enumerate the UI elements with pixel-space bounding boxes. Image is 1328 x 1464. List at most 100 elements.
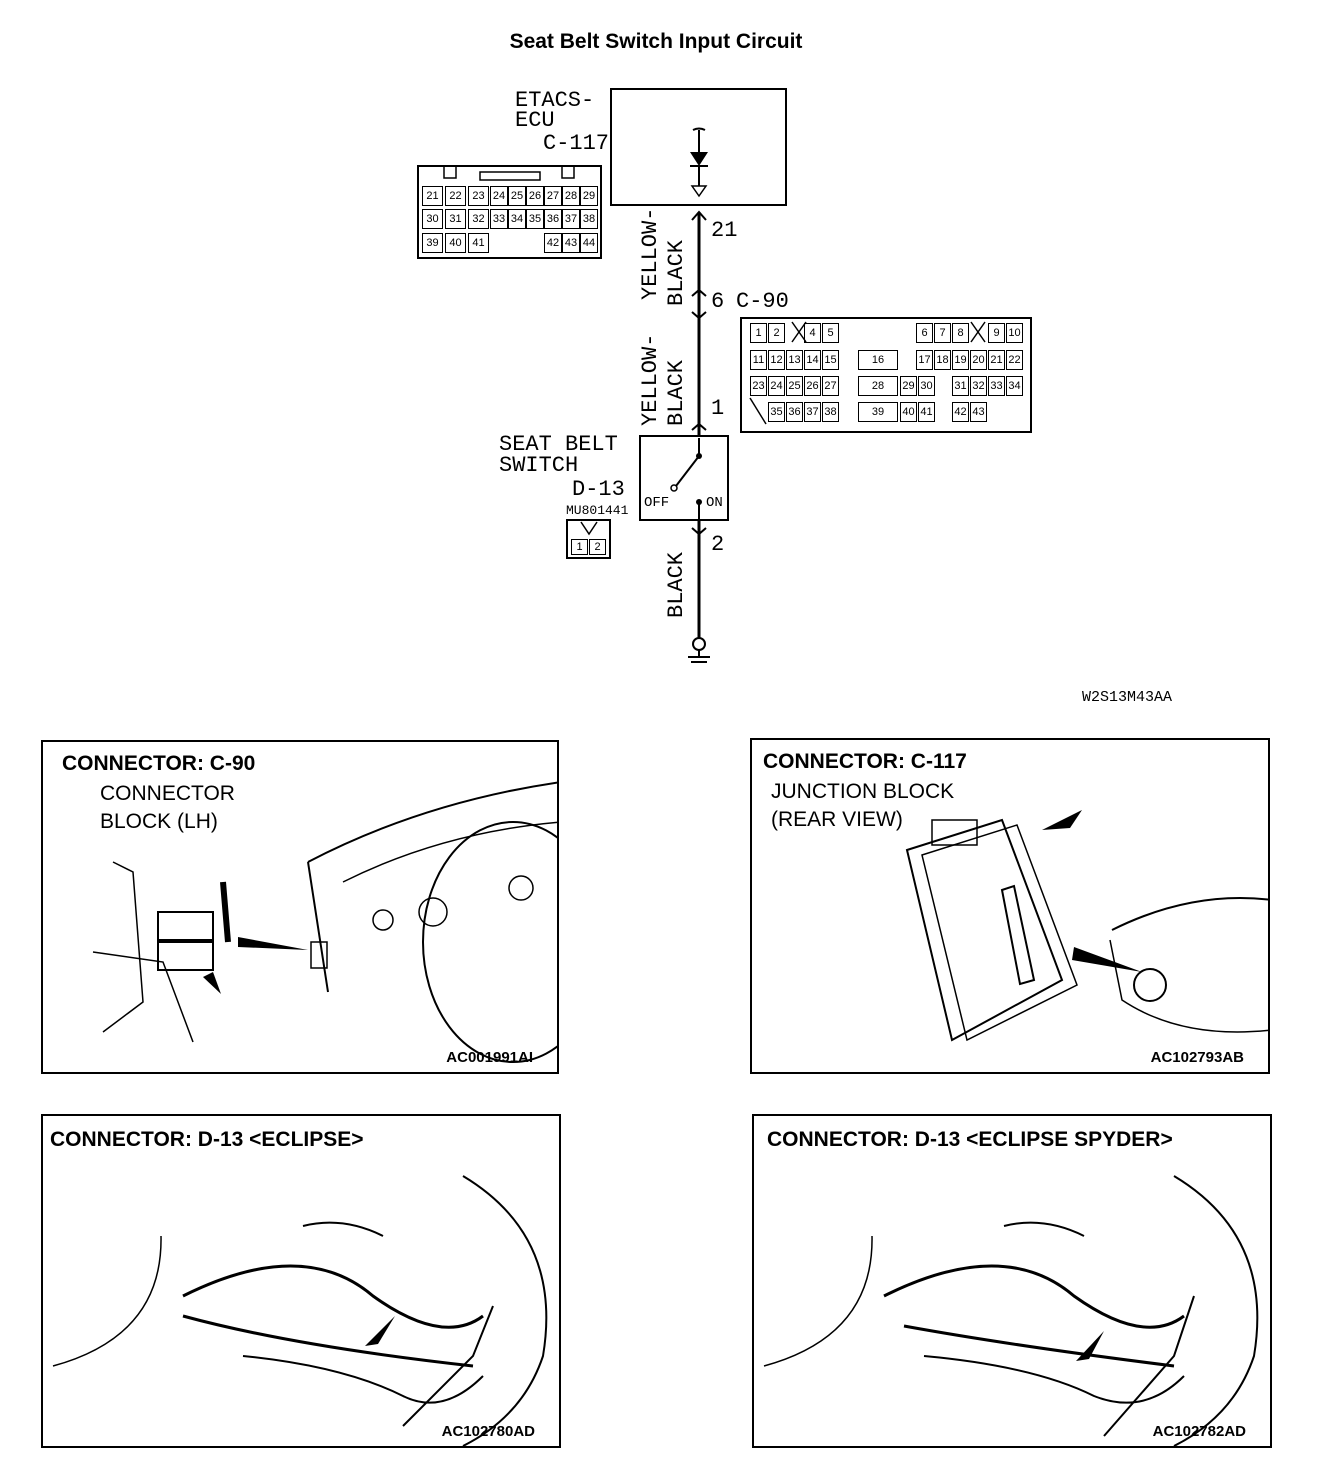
c90-pin: 40	[900, 402, 917, 422]
c90-pin: 38	[822, 402, 839, 422]
c90-pin: 13	[786, 350, 803, 370]
d13-pin: 2	[589, 539, 606, 555]
panel-subtitle: CONNECTOR	[100, 782, 235, 805]
wire-color-upper: YELLOW-	[638, 207, 663, 300]
c90-pin: 11	[750, 350, 767, 370]
wire-color-mid: YELLOW-	[638, 333, 663, 426]
switch-part-code: MU801441	[566, 503, 629, 518]
c90-pin: 25	[786, 376, 803, 396]
c90-pin: 30	[918, 376, 935, 396]
c90-pin: 33	[988, 376, 1005, 396]
c117-pin: 29	[580, 186, 598, 206]
switch-label: SEAT BELT	[499, 432, 618, 457]
c117-pin: 27	[544, 186, 562, 206]
c90-pin: 1	[750, 323, 767, 343]
c117-pin: 22	[445, 186, 466, 206]
c90-pin: 29	[900, 376, 917, 396]
c117-pin: 23	[468, 186, 489, 206]
c117-pin: 41	[468, 233, 489, 253]
c90-pin: 7	[934, 323, 951, 343]
c90-pin: 4	[804, 323, 821, 343]
panel-title: CONNECTOR: D-13 <ECLIPSE SPYDER>	[767, 1128, 1173, 1151]
c90-pin: 9	[988, 323, 1005, 343]
c117-pin: 35	[526, 209, 544, 229]
c117-pin: 25	[508, 186, 526, 206]
c90-pin: 17	[916, 350, 933, 370]
illustration-code: AC001991AI	[446, 1049, 533, 1066]
c117-pin: 31	[445, 209, 466, 229]
c117-pin: 36	[544, 209, 562, 229]
c90-pin: 28	[858, 376, 898, 396]
c90-pin: 39	[858, 402, 898, 422]
c90-pin: 43	[970, 402, 987, 422]
junction-connector-label: C-90	[736, 289, 789, 314]
ecu-label-line2: ECU	[515, 108, 555, 133]
switch-on-label: ON	[706, 495, 723, 511]
panel-subtitle: JUNCTION BLOCK	[771, 780, 955, 803]
c90-pin: 18	[934, 350, 951, 370]
c117-pin: 26	[526, 186, 544, 206]
panel-title: CONNECTOR: C-117	[763, 750, 967, 773]
c117-pin: 37	[562, 209, 580, 229]
switch-label-line2: SWITCH	[499, 453, 579, 478]
c90-pin: 23	[750, 376, 767, 396]
c90-pin: 36	[786, 402, 803, 422]
junction-pin-label: 6	[711, 289, 725, 314]
c90-pin: 37	[804, 402, 821, 422]
c90-pin: 12	[768, 350, 785, 370]
wiring-harness-illustration	[52, 1175, 548, 1446]
ecu-label: ETACS-	[515, 88, 595, 113]
c90-pin: 14	[804, 350, 821, 370]
wire-color-upper-line2: BLACK	[664, 239, 689, 306]
panel-connector-d13-eclipse: CONNECTOR: D-13 <ECLIPSE> AC102780AD	[41, 1114, 561, 1448]
c90-pin: 2	[768, 323, 785, 343]
c90-pin: 34	[1006, 376, 1023, 396]
c90-pin: 22	[1006, 350, 1023, 370]
c117-pin: 39	[422, 233, 443, 253]
wire-color-lower: BLACK	[664, 551, 689, 618]
c90-pin: 27	[822, 376, 839, 396]
panel-connector-c90: CONNECTOR: C-90 CONNECTOR BLOCK (LH) AC0…	[41, 740, 559, 1074]
illustration-code: AC102780AD	[441, 1423, 535, 1440]
page-title: Seat Belt Switch Input Circuit	[509, 30, 803, 53]
c117-pin: 34	[508, 209, 526, 229]
pin-2-label: 2	[711, 532, 725, 557]
c117-pin: 44	[580, 233, 598, 253]
illustration-code: AC102782AD	[1152, 1423, 1246, 1440]
c90-pin: 24	[768, 376, 785, 396]
c117-pin: 40	[445, 233, 466, 253]
c90-pin: 26	[804, 376, 821, 396]
c90-pin: 6	[916, 323, 933, 343]
c90-pin: 35	[768, 402, 785, 422]
c117-pin: 42	[544, 233, 562, 253]
panel-title: CONNECTOR: C-90	[62, 752, 256, 775]
wiring-harness-illustration	[763, 1175, 1259, 1446]
d13-pin: 1	[571, 539, 588, 555]
panel-connector-c117: CONNECTOR: C-117 JUNCTION BLOCK (REAR VI…	[750, 738, 1270, 1074]
dashboard-illustration	[92, 781, 557, 1063]
c90-pin: 31	[952, 376, 969, 396]
panel-subtitle-line2: (REAR VIEW)	[771, 808, 903, 831]
illustration-code: AC102793AB	[1150, 1049, 1244, 1066]
c90-pin: 42	[952, 402, 969, 422]
c117-pin: 21	[422, 186, 443, 206]
switch-connector-label: D-13	[572, 477, 625, 502]
c90-pin: 41	[918, 402, 935, 422]
panel-title: CONNECTOR: D-13 <ECLIPSE>	[50, 1128, 364, 1151]
switch-off-label: OFF	[644, 495, 670, 511]
c90-pin: 19	[952, 350, 969, 370]
c90-pin: 21	[988, 350, 1005, 370]
circuit-schematic	[417, 88, 1032, 663]
pin-1-label: 1	[711, 396, 725, 421]
panel-connector-d13-spyder: CONNECTOR: D-13 <ECLIPSE SPYDER> AC10278…	[752, 1114, 1272, 1448]
c117-pin: 33	[490, 209, 508, 229]
wire-color-mid-line2: BLACK	[664, 359, 689, 426]
c90-pin: 8	[952, 323, 969, 343]
c117-pin: 28	[562, 186, 580, 206]
ecu-connector-label: C-117	[543, 131, 610, 156]
c117-pin: 24	[490, 186, 508, 206]
c90-pin: 5	[822, 323, 839, 343]
c117-pin: 38	[580, 209, 598, 229]
c90-pin: 16	[858, 350, 898, 370]
c117-pin: 32	[468, 209, 489, 229]
